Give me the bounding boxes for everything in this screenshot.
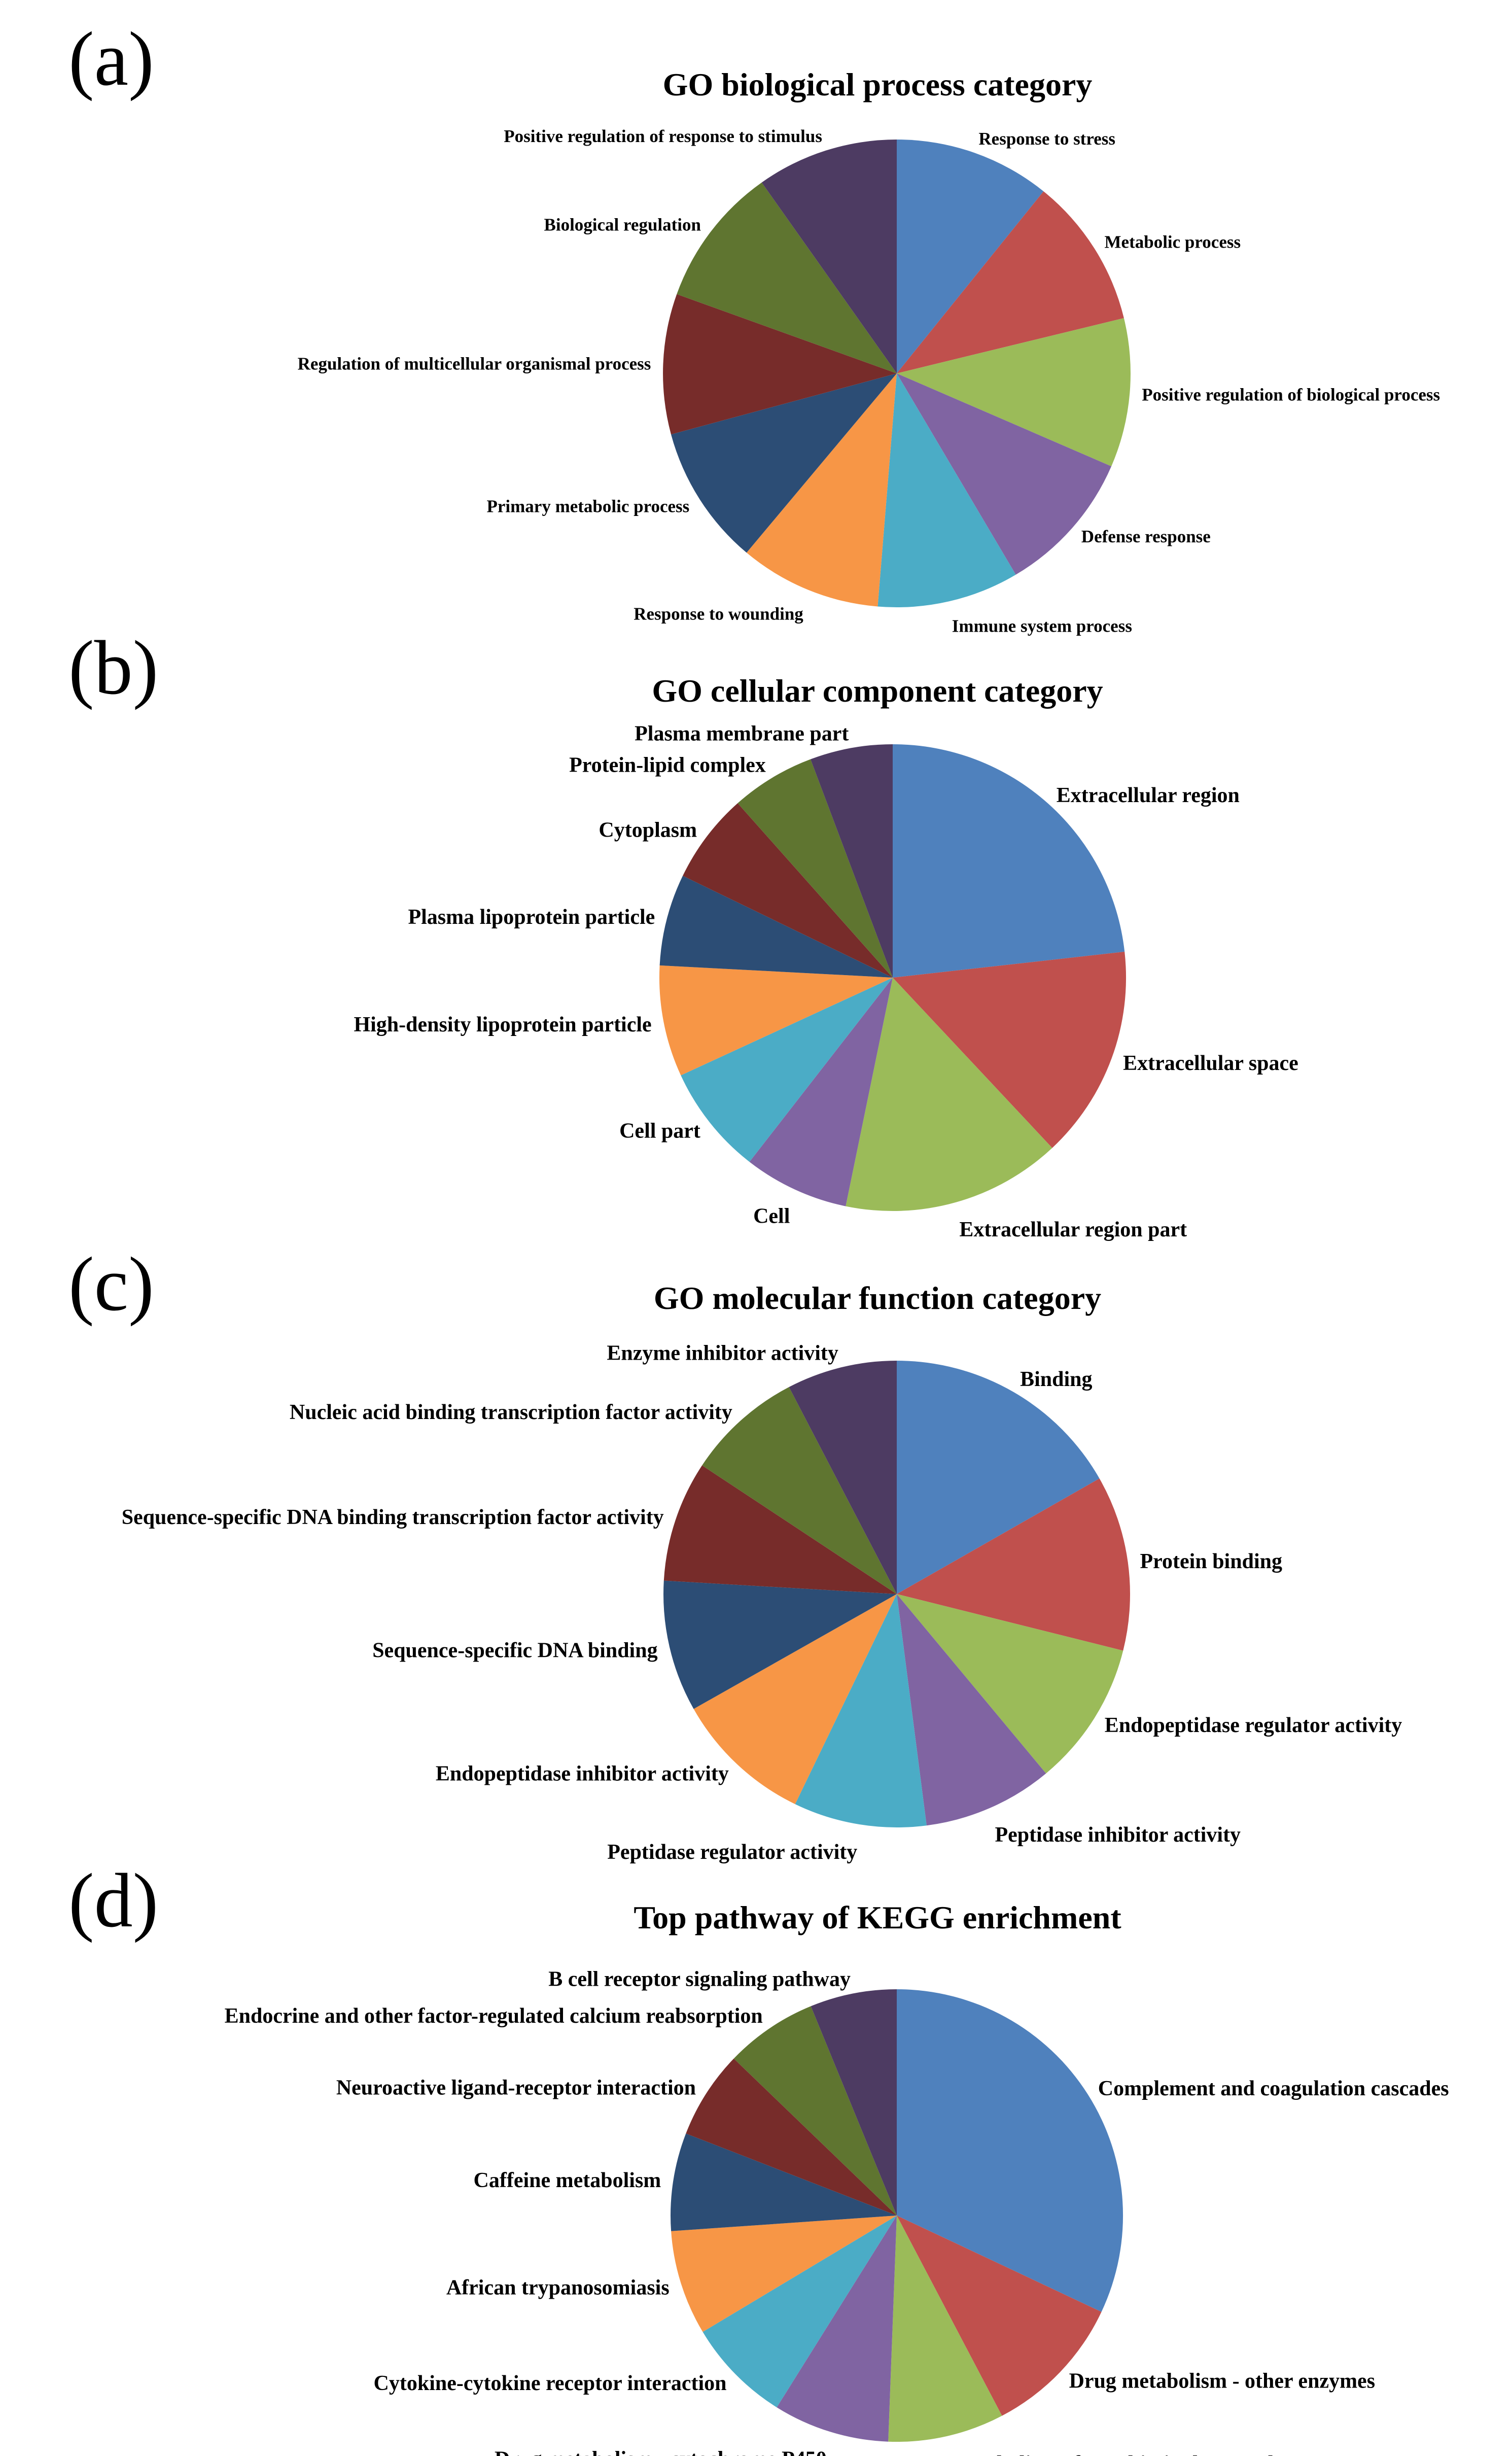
- slice-label: B cell receptor signaling pathway: [548, 1968, 851, 1991]
- slice-label: High-density lipoprotein particle: [354, 1013, 651, 1036]
- pie-slice-endopeptidase-regulator-activity: [897, 1594, 1123, 1774]
- pie-slice-primary-metabolic-process: [671, 373, 897, 553]
- pie-slice-endopeptidase-inhibitor-activity: [693, 1594, 897, 1805]
- pie-slice-extracellular-space: [893, 951, 1127, 1148]
- slice-label: Nucleic acid binding transcription facto…: [290, 1401, 732, 1424]
- slice-label: Protein binding: [1140, 1550, 1282, 1573]
- slice-label: Sequence-specific DNA binding transcript…: [122, 1506, 664, 1529]
- pie-slice-neuroactive-ligand-receptor-interaction: [686, 2058, 897, 2216]
- pie-slice-cell-part: [681, 978, 893, 1162]
- panel-label: (b): [68, 625, 159, 710]
- panel-label: (a): [68, 16, 154, 101]
- slice-label: Protein-lipid complex: [569, 753, 766, 777]
- slice-label: African trypanosomiasis: [446, 2276, 670, 2300]
- pie-slice-complement-and-coagulation-cascades: [897, 1989, 1123, 2312]
- pie-slice-metabolism-of-xenobiotics-by-cytochrome-p450: [888, 2216, 1002, 2442]
- slice-label: Sequence-specific DNA binding: [372, 1639, 657, 1662]
- pie-slice-peptidase-regulator-activity: [795, 1594, 927, 1827]
- pie-slice-african-trypanosomiasis: [671, 2216, 897, 2332]
- slice-label: Endopeptidase inhibitor activity: [436, 1762, 729, 1786]
- slice-label: Biological regulation: [544, 215, 701, 235]
- pie-slice-plasma-membrane-part: [811, 744, 893, 978]
- pie-slice-peptidase-inhibitor-activity: [897, 1594, 1046, 1826]
- slice-label: Response to wounding: [634, 604, 803, 624]
- chart-title: Top pathway of KEGG enrichment: [634, 1899, 1121, 1935]
- panel-c: (c) GO molecular function category Bindi…: [0, 1225, 1512, 1864]
- slice-label: Regulation of multicellular organismal p…: [298, 354, 651, 373]
- slice-label: Enzyme inhibitor activity: [607, 1342, 838, 1365]
- slice-label: Plasma membrane part: [635, 722, 849, 746]
- pie-slice-regulation-of-multicellular-organismal-process: [663, 294, 897, 435]
- pie-slice-metabolic-process: [897, 191, 1124, 373]
- pie-slice-immune-system-process: [877, 373, 1016, 608]
- panel-label: (c): [68, 1241, 154, 1327]
- slice-label: Caffeine metabolism: [474, 2169, 661, 2192]
- pie-slice-high-density-lipoprotein-particle: [659, 965, 893, 1076]
- slice-label: Complement and coagulation cascades: [1098, 2077, 1449, 2100]
- slice-label: Neuroactive ligand-receptor interaction: [336, 2077, 696, 2100]
- panel-d: (d) Top pathway of KEGG enrichment Compl…: [0, 1842, 1512, 2456]
- pie-slice-extracellular-region-part: [846, 978, 1052, 1212]
- pie-slice-enzyme-inhibitor-activity: [789, 1361, 897, 1594]
- slice-label: Metabolism of xenobiotics by cytochrome …: [950, 2452, 1377, 2456]
- slice-label: Cytokine-cytokine receptor interaction: [374, 2372, 727, 2395]
- slice-label: Endopeptidase regulator activity: [1105, 1714, 1402, 1737]
- pie-slice-binding: [897, 1361, 1100, 1594]
- pie-slice-endocrine-and-other-factor-regulated-calcium-reabsorption: [733, 2006, 897, 2216]
- pie-slice-drug-metabolism-cytochrome-p450: [777, 2216, 897, 2442]
- pie-slice-b-cell-receptor-signaling-pathway: [811, 1989, 897, 2216]
- chart-title: GO biological process category: [662, 66, 1093, 102]
- slice-label: Drug metabolism - cytochrome P450: [495, 2447, 827, 2456]
- slice-label: Defense response: [1081, 527, 1211, 546]
- pie-slice-response-to-stress: [897, 140, 1044, 373]
- pie-slice-biological-regulation: [677, 182, 897, 373]
- pie-slice-sequence-specific-dna-binding: [663, 1580, 897, 1709]
- pie-slice-cell: [749, 978, 893, 1206]
- slice-label: Endocrine and other factor-regulated cal…: [225, 2004, 763, 2028]
- pie-slice-sequence-specific-dna-binding-transcription-factor-activity: [663, 1465, 897, 1594]
- slice-label: Binding: [1020, 1368, 1092, 1391]
- pie-slice-positive-regulation-of-biological-process: [897, 318, 1131, 467]
- pie-slice-plasma-lipoprotein-particle: [659, 876, 893, 978]
- slice-label: Cell: [753, 1205, 790, 1228]
- pie-slice-cytoplasm: [683, 803, 893, 978]
- pie-slice-positive-regulation-of-response-to-stimulus: [761, 140, 897, 373]
- slice-label: Cytoplasm: [599, 819, 697, 842]
- slice-label: Immune system process: [952, 616, 1132, 636]
- pie-slice-response-to-wounding: [746, 373, 897, 607]
- slice-label: Extracellular region part: [959, 1218, 1187, 1241]
- pie-slice-cytokine-cytokine-receptor-interaction: [702, 2216, 897, 2408]
- panel-label: (d): [68, 1858, 159, 1943]
- pie-slice-nucleic-acid-binding-transcription-factor-activity: [702, 1387, 897, 1594]
- chart-title: GO molecular function category: [653, 1280, 1102, 1316]
- slice-label: Extracellular region: [1057, 784, 1240, 807]
- slice-label: Response to stress: [978, 129, 1115, 149]
- pie-chart-d: Complement and coagulation cascadesDrug …: [225, 1968, 1449, 2456]
- slice-label: Cell part: [619, 1120, 700, 1143]
- slice-label: Drug metabolism - other enzymes: [1069, 2370, 1375, 2393]
- slice-label: Peptidase regulator activity: [607, 1841, 857, 1864]
- slice-label: Metabolic process: [1105, 232, 1241, 252]
- slice-label: Extracellular space: [1123, 1052, 1298, 1075]
- panel-b: (b) GO cellular component category Extra…: [0, 609, 1512, 1241]
- pie-slice-defense-response: [897, 373, 1112, 575]
- pie-slice-extracellular-region: [893, 744, 1125, 978]
- chart-title: GO cellular component category: [652, 673, 1103, 709]
- slice-label: Plasma lipoprotein particle: [408, 906, 655, 929]
- slice-label: Peptidase inhibitor activity: [995, 1823, 1241, 1847]
- pie-slice-protein-binding: [897, 1478, 1131, 1651]
- pie-slice-drug-metabolism-other-enzymes: [897, 2216, 1102, 2416]
- panel-a: (a) GO biological process category Respo…: [0, 0, 1512, 636]
- slice-label: Primary metabolic process: [486, 496, 689, 516]
- pie-slice-caffeine-metabolism: [671, 2133, 897, 2231]
- pie-slice-protein-lipid-complex: [737, 759, 893, 978]
- slice-label: Positive regulation of response to stimu…: [504, 126, 822, 146]
- slice-label: Positive regulation of biological proces…: [1142, 385, 1440, 404]
